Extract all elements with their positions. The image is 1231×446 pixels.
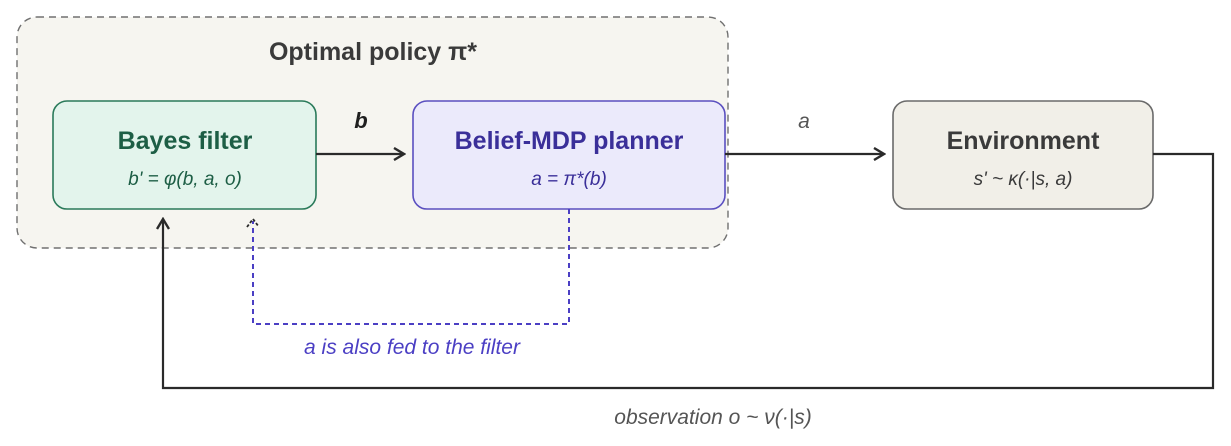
action-feedback-arrow — [252, 209, 570, 325]
environment-node: Environment s' ~ κ(·|s, a) — [892, 100, 1154, 210]
policy-group-title: Optimal policy π* — [269, 38, 477, 66]
planner-node: Belief-MDP planner a = π*(b) — [412, 100, 726, 210]
bayes-filter-formula: b' = φ(b, a, o) — [128, 169, 242, 190]
planner-box — [412, 100, 726, 210]
environment-formula: s' ~ κ(·|s, a) — [974, 169, 1073, 190]
bayes-filter-node: Bayes filter b' = φ(b, a, o) — [52, 100, 317, 210]
environment-box — [892, 100, 1154, 210]
observation-arrow-label: observation o ~ ν(·|s) — [614, 406, 811, 429]
planner-title: Belief-MDP planner — [455, 127, 684, 155]
environment-title: Environment — [947, 127, 1100, 155]
action-feedback-label: a is also fed to the filter — [304, 336, 521, 359]
bayes-filter-title: Bayes filter — [118, 127, 253, 155]
belief-arrow-label: b — [354, 108, 367, 133]
action-feedback-arrowhead — [246, 217, 260, 228]
action-arrow-label: a — [798, 110, 810, 133]
bayes-filter-box — [52, 100, 317, 210]
observation-arrow — [163, 152, 1215, 390]
planner-formula: a = π*(b) — [531, 169, 607, 190]
